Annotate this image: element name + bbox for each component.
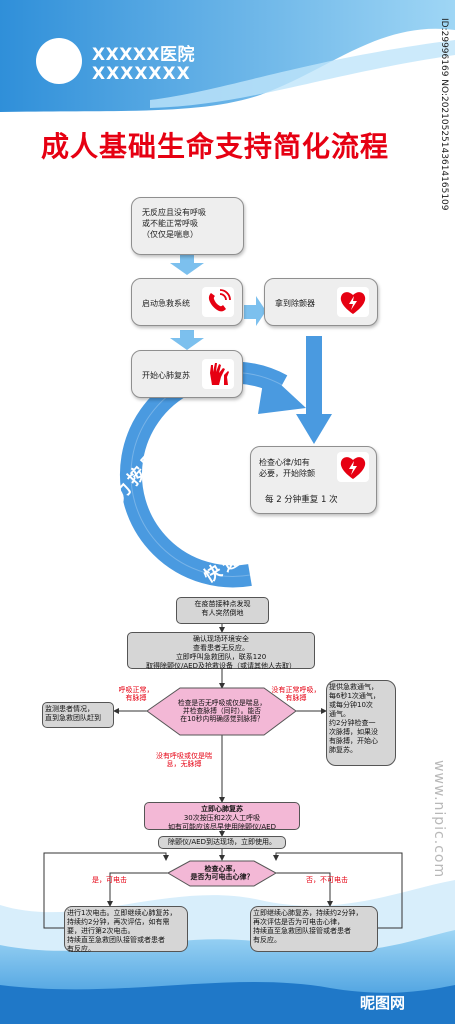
flow-rescue-line1: 提供急救通气，: [329, 683, 378, 691]
label-no-pulse-line2: 息，无脉搏: [166, 760, 202, 768]
flow-scene-line1: 确认现场环境安全: [193, 635, 249, 643]
flow-collapse-found: 在疫苗接种点发现 有人突然倒地: [176, 597, 269, 624]
flow-shock-line1: 进行1次电击。立即继续心肺复苏，: [67, 909, 177, 917]
flow-cpr-line2: 30次按压和2次人工呼吸: [183, 814, 261, 822]
flow-collapse-line2: 有人突然倒地: [201, 609, 244, 617]
decision-shockable-line1: 检查心率，: [204, 865, 240, 873]
flow-continue-line1: 立即继续心肺复苏，持续约2分钟，: [253, 909, 363, 917]
label-no-pulse-line1: 没有呼吸或仅是喘: [156, 752, 212, 760]
flow-shock-line5: 有反应。: [67, 945, 95, 953]
flow-monitor-line2: 直到急救团队赶到: [45, 714, 101, 722]
flow-scene-line3: 立即呼叫急救团队，联系120: [175, 653, 267, 661]
flow-collapse-line1: 在疫苗接种点发现: [194, 600, 251, 608]
step-unresponsive-line2: 或不能正常呼吸: [142, 219, 198, 228]
flow-monitor-line1: 监测患者情况，: [45, 705, 94, 713]
decision-pulse-check: 检查是否无呼吸或仅是喘息， 并检查脉搏（同时）。能否 在10秒内明确感觉到脉搏？: [165, 699, 279, 723]
page-title: 成人基础生命支持简化流程: [40, 130, 389, 163]
flow-rescue-line7: 有脉搏，开始心: [329, 737, 378, 745]
label-normal-line2: 有脉搏: [125, 694, 147, 702]
label-shockable-yes: 是，可电击: [92, 876, 127, 884]
flow-cpr-line1: 立即心肺复苏: [201, 805, 243, 813]
defibrillator-heart-icon: [337, 452, 369, 482]
label-abnormal-line2: 有脉搏: [285, 694, 307, 702]
flow-rescue-line8: 肺复苏。: [329, 746, 357, 754]
flow-rescue-line2: 每6秒1次通气，: [329, 692, 380, 700]
decision-shockable-line2: 是否为可电击心律？: [190, 873, 254, 881]
flow-monitor-patient: 监测患者情况， 直到急救团队赶到: [42, 702, 114, 728]
flow-scene-line4: 取得除颤仪/AED及抢救设备（或请其他人去取）: [146, 662, 296, 670]
flow-shock-line4: 持续直至急救团队接管或者患者: [67, 936, 165, 944]
hospital-subtitle: XXXXXXX: [92, 64, 191, 84]
step-unresponsive: 无反应且没有呼吸 或不能正常呼吸 （仅仅是喘息）: [131, 197, 244, 255]
step-check-rhythm-line2: 必要，开始除颤: [259, 469, 315, 478]
step-activate-ems: 启动急救系统: [131, 278, 243, 326]
bottom-watermark: 昵图网: [360, 994, 406, 1012]
hospital-logo: [36, 38, 82, 84]
step-get-aed: 拿到除颤器: [264, 278, 378, 326]
flow-rescue-line4: 通气。: [329, 710, 350, 718]
flow-shock-line2: 持续约2分钟，再次评估，如有需: [67, 918, 170, 926]
label-abnormal-line1: 没有正常呼吸，: [271, 686, 321, 694]
label-normal-line1: 呼吸正常，: [118, 686, 154, 694]
repeat-interval: 每 2 分钟重复 1 次: [265, 495, 338, 505]
defibrillator-heart-icon: [337, 287, 369, 317]
vertical-id-text: ID:29996169 NO:20210525143614165109: [439, 18, 449, 211]
label-no-pulse: 没有呼吸或仅是喘 息，无脉搏: [148, 752, 220, 768]
flow-rescue-breathing: 提供急救通气， 每6秒1次通气， 或每分钟10次 通气。 约2分钟检查一 次脉搏…: [326, 680, 396, 766]
decision-shockable: 检查心率， 是否为可电击心律？: [176, 865, 268, 881]
label-normal-breathing: 呼吸正常， 有脉搏: [116, 686, 156, 702]
step-check-rhythm-text: 检查心律/如有 必要，开始除颤: [259, 457, 315, 479]
flow-rescue-line6: 次脉搏，如果没: [329, 728, 378, 736]
flow-continue-line4: 有反应。: [253, 936, 281, 944]
flow-scene-line2: 查看患者无反应。: [193, 644, 249, 652]
step-activate-ems-label: 启动急救系统: [142, 299, 190, 308]
decision-pulse-line2: 并检查脉搏（同时）。能否: [182, 707, 262, 715]
step-start-cpr-label: 开始心肺复苏: [142, 371, 190, 380]
flow-continue-cpr: 立即继续心肺复苏，持续约2分钟， 再次评估是否为可电击心律， 持续直至急救团队接…: [250, 906, 378, 952]
decision-pulse-line3: 在10秒内明确感觉到脉搏？: [180, 715, 264, 723]
step-unresponsive-line1: 无反应且没有呼吸: [142, 208, 206, 217]
cpr-hands-icon: [202, 359, 234, 389]
step-get-aed-label: 拿到除颤器: [275, 299, 315, 308]
hospital-name: XXXXX医院: [92, 45, 196, 65]
flow-deliver-shock: 进行1次电击。立即继续心肺复苏， 持续约2分钟，再次评估，如有需 要，进行第2次…: [64, 906, 188, 953]
flow-cpr-line3: 如有可能应该尽早使用除颤仪/AED: [168, 823, 276, 831]
step-start-cpr: 开始心肺复苏: [131, 350, 243, 398]
phone-icon: [202, 287, 234, 317]
flow-rescue-line3: 或每分钟10次: [329, 701, 373, 709]
label-abnormal-breathing: 没有正常呼吸， 有脉搏: [268, 686, 324, 702]
decision-pulse-line1: 检查是否无呼吸或仅是喘息，: [177, 699, 267, 707]
flow-continue-line2: 再次评估是否为可电击心律，: [253, 918, 344, 926]
label-shockable-no: 否，不可电击: [306, 876, 348, 884]
flow-aed-arrives: 除颤仪/AED到达现场，立即使用。: [158, 836, 286, 849]
flow-continue-line3: 持续直至急救团队接管或者患者: [253, 927, 351, 935]
flow-scene-safety: 确认现场环境安全 查看患者无反应。 立即呼叫急救团队，联系120 取得除颤仪/A…: [127, 632, 315, 670]
step-unresponsive-line3: （仅仅是喘息）: [142, 230, 198, 239]
step-check-rhythm: 检查心律/如有 必要，开始除颤 每 2 分钟重复 1 次: [250, 446, 377, 514]
flow-rescue-line5: 约2分钟检查一: [329, 719, 376, 727]
flow-shock-line3: 要，进行第2次电击。: [67, 927, 135, 935]
side-watermark: www.nipic.com: [431, 760, 447, 879]
flow-immediate-cpr: 立即心肺复苏 30次按压和2次人工呼吸 如有可能应该尽早使用除颤仪/AED: [144, 802, 300, 831]
step-check-rhythm-line1: 检查心律/如有: [259, 458, 310, 467]
